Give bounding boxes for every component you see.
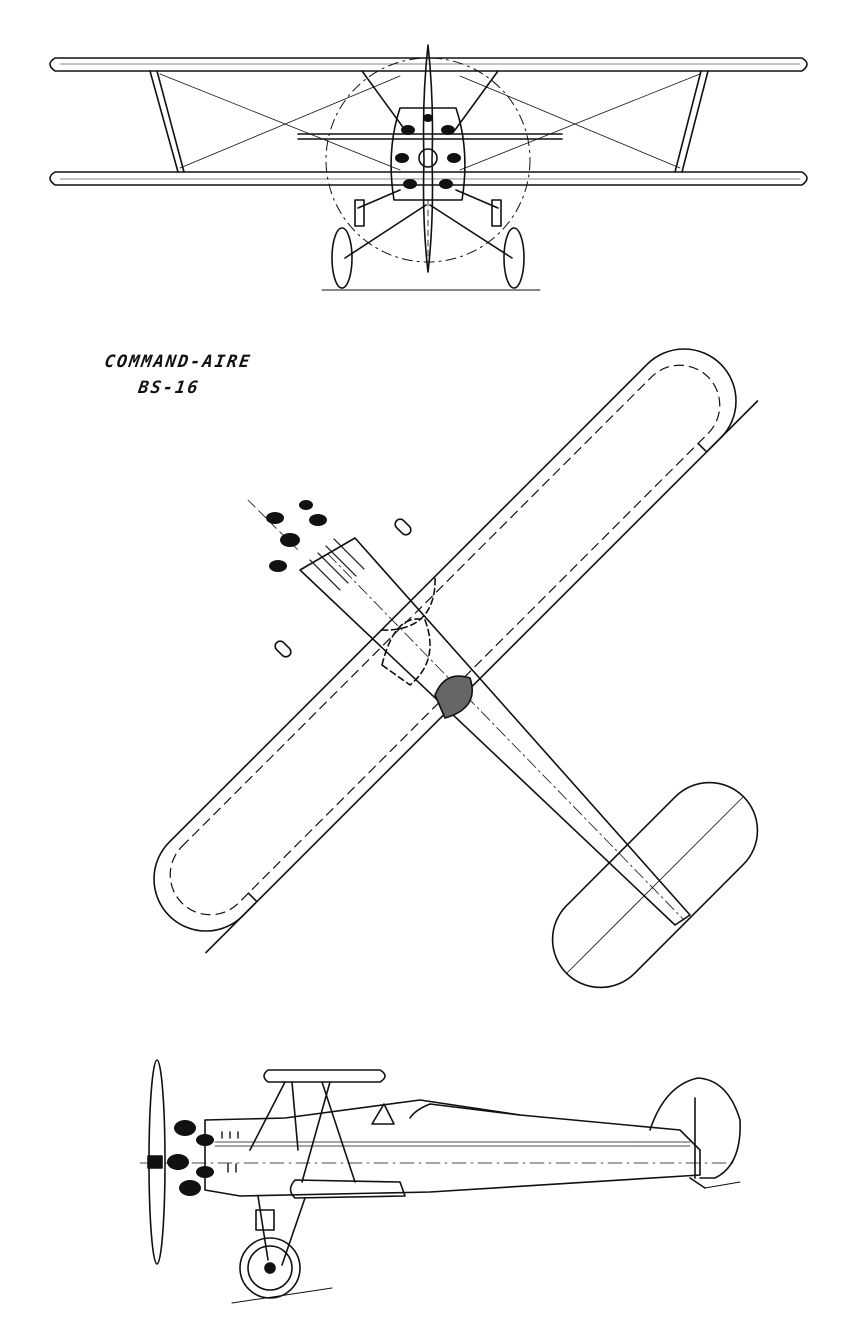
engine-cowling-front: [391, 108, 465, 200]
fin-rudder: [650, 1078, 740, 1178]
right-shock-strut: [492, 200, 501, 226]
tail-plan: [533, 763, 778, 1008]
right-wheel-front: [504, 228, 524, 288]
cowling-hatching: [310, 539, 364, 590]
top-view: [132, 327, 757, 952]
top-view-fuselage: [248, 500, 690, 925]
lower-wing-plan: [154, 349, 737, 932]
fuselage-plan: [300, 538, 690, 925]
upper-wing-front: [50, 58, 807, 71]
rear-cockpit: [435, 676, 472, 718]
engine-side: [167, 1120, 214, 1196]
front-view: [50, 45, 807, 290]
lower-wing-front: [50, 172, 807, 185]
side-view: [140, 1060, 740, 1303]
fuselage-side: [205, 1100, 700, 1196]
engine-plan: [266, 500, 327, 572]
lower-wing-side: [291, 1180, 406, 1198]
windshield: [372, 1104, 394, 1124]
propeller-disc: [326, 58, 530, 262]
left-shock-strut: [355, 200, 364, 226]
main-wheel-side: [240, 1238, 300, 1298]
propeller-blade-front: [424, 45, 433, 272]
right-interplane-strut: [682, 71, 708, 172]
upper-wing-side: [264, 1070, 385, 1082]
gear-oleo: [256, 1210, 274, 1230]
front-cockpit: [382, 619, 430, 685]
left-interplane-strut: [150, 71, 178, 172]
upper-wing-plan: [132, 327, 757, 952]
left-wheel-front: [332, 228, 352, 288]
radial-engine-cylinders: [395, 114, 461, 189]
